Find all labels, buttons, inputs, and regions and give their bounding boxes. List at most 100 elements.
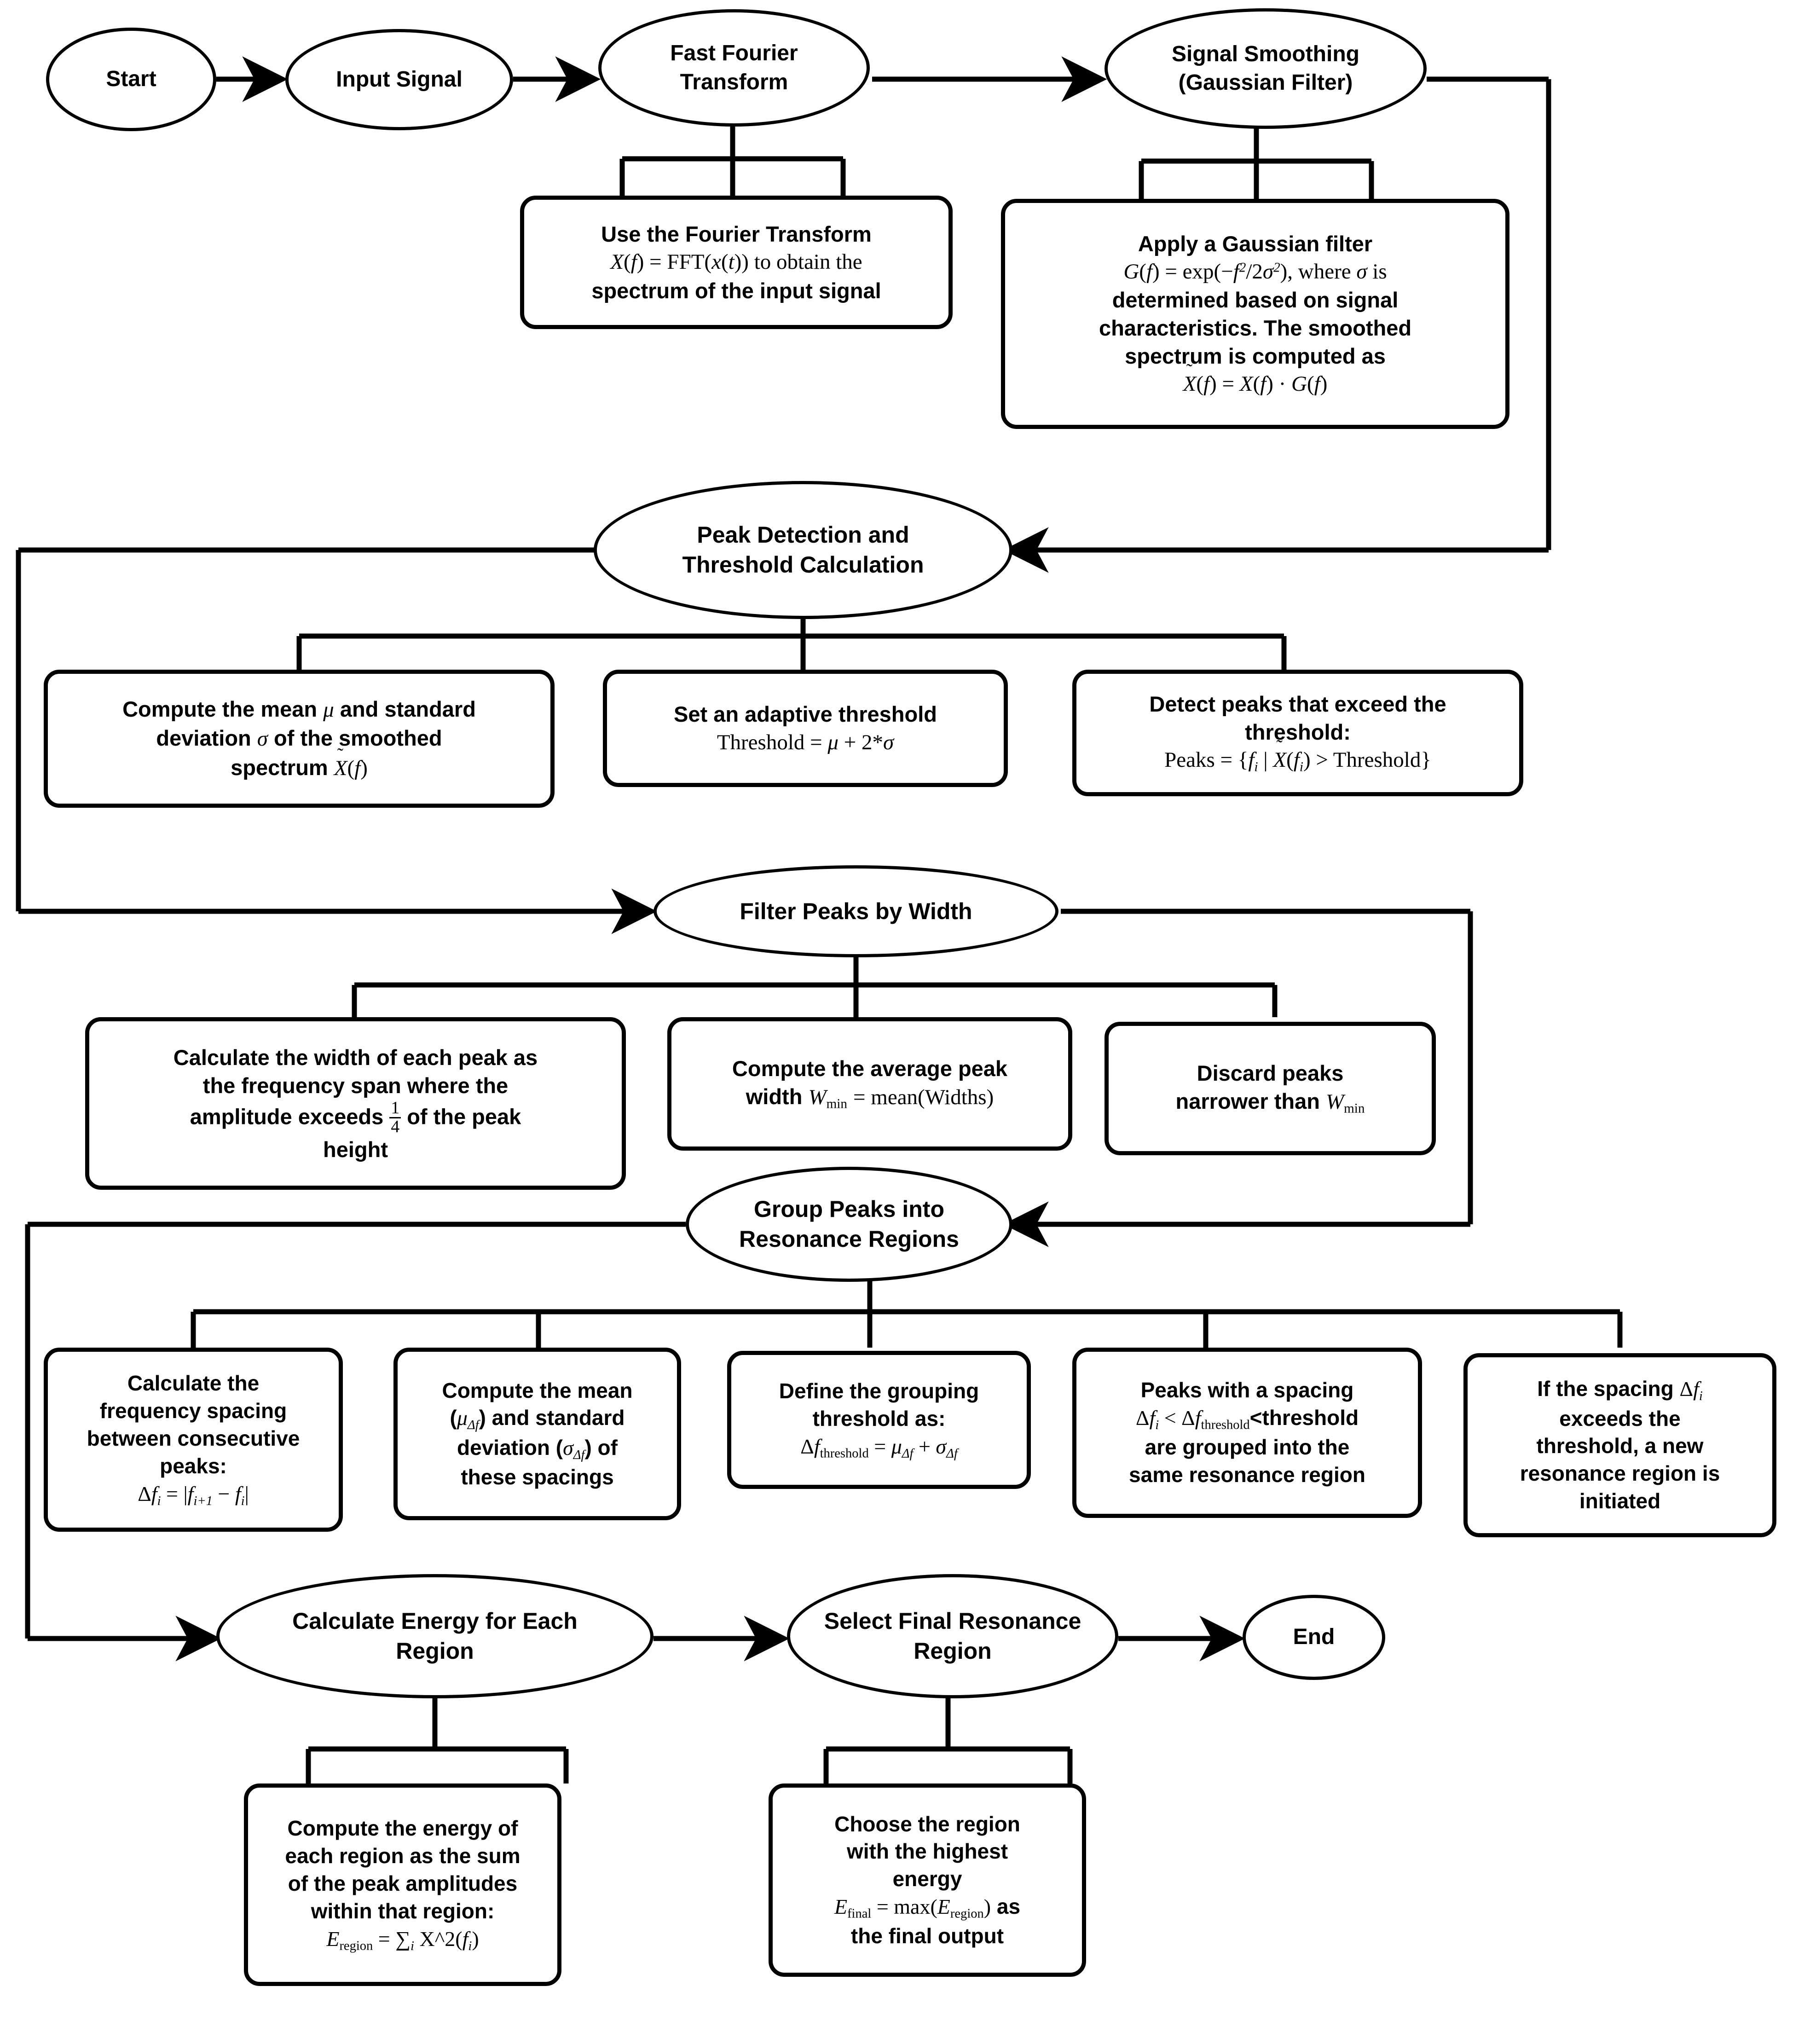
detail-adaptive-line1: Set an adaptive threshold [674, 702, 937, 727]
node-fast-fourier-transform[interactable]: Fast Fourier Transform [598, 9, 870, 127]
node-calculate-energy-line2: Region [396, 1638, 474, 1664]
detail-gaussian-line5: spectrum is computed as [1125, 344, 1386, 369]
detail-spacing-line3: deviation (σΔf) of [457, 1435, 618, 1462]
detail-group-rule-line1: Peaks with a spacing [1140, 1378, 1354, 1402]
detail-box-group-rule: Peaks with a spacing Δfi < Δfthreshold<t… [1072, 1348, 1422, 1518]
detail-detect-formula: Peaks = {fi | ˜X(fi) > Threshold} [1164, 736, 1431, 775]
node-calculate-energy-line1: Calculate Energy for Each [292, 1608, 578, 1634]
detail-mean-std-line2: deviation σ of the smoothed [156, 726, 442, 751]
node-signal-smoothing[interactable]: Signal Smoothing (Gaussian Filter) [1105, 8, 1427, 129]
detail-discard-formula: narrower than Wmin [1175, 1089, 1365, 1116]
detail-grouping-line2: threshold as: [812, 1406, 946, 1430]
node-end-label: End [1293, 1625, 1335, 1650]
detail-final-formula: Efinal = max(Eregion) as [834, 1894, 1021, 1921]
detail-peak-width-line2: the frequency span where the [202, 1073, 509, 1098]
detail-detect-line1: Detect peaks that exceed the [1149, 691, 1446, 716]
node-start-label: Start [106, 67, 156, 92]
detail-box-discard-peaks: Discard peaks narrower than Wmin [1105, 1022, 1436, 1155]
detail-box-gaussian: Apply a Gaussian filter G(f) = exp(−f2/2… [1001, 199, 1509, 429]
detail-discard-line1: Discard peaks [1197, 1061, 1344, 1086]
node-end[interactable]: End [1243, 1595, 1385, 1680]
detail-final-line1: Choose the region [834, 1812, 1020, 1836]
detail-box-grouping-threshold: Define the grouping threshold as: Δfthre… [727, 1351, 1031, 1489]
detail-freq-spacing-line1: Calculate the [127, 1371, 260, 1395]
node-calculate-energy[interactable]: Calculate Energy for Each Region [216, 1574, 653, 1698]
detail-group-rule-line4: same resonance region [1129, 1462, 1365, 1487]
detail-box-avg-width: Compute the average peak width Wmin = me… [667, 1017, 1072, 1151]
detail-avg-width-line1: Compute the average peak [732, 1056, 1008, 1081]
detail-peak-width-line3-post: of the peak [407, 1104, 521, 1129]
node-start[interactable]: Start [46, 28, 216, 131]
detail-peak-width-line4: height [323, 1137, 388, 1162]
detail-spacing-line4: these spacings [461, 1465, 614, 1489]
detail-energy-line3: of the peak amplitudes [288, 1871, 518, 1895]
detail-mean-std-line1: Compute the mean μ and standard [122, 697, 476, 722]
detail-box-new-region: If the spacing Δfi exceeds the threshold… [1463, 1353, 1776, 1537]
detail-peak-width-line3: amplitude exceeds 1 4 of the peak [96, 1100, 615, 1135]
node-group-peaks-line1: Group Peaks into [754, 1196, 944, 1222]
detail-adaptive-formula: Threshold = μ + 2*σ [717, 730, 894, 754]
detail-box-adaptive-threshold: Set an adaptive threshold Threshold = μ … [603, 670, 1008, 787]
detail-freq-spacing-formula: Δfi = |fi+1 − fi| [138, 1482, 249, 1508]
node-filter-peaks-label: Filter Peaks by Width [740, 898, 972, 924]
detail-detect-line2: threshold: [1245, 719, 1351, 744]
detail-box-final-output: Choose the region with the highest energ… [769, 1783, 1086, 1977]
detail-freq-spacing-line3: between consecutive [87, 1426, 300, 1450]
detail-peak-width-line1: Calculate the width of each peak as [173, 1045, 538, 1070]
detail-final-line3: energy [892, 1867, 962, 1891]
node-input-signal-label: Input Signal [336, 67, 463, 92]
detail-energy-formula: Eregion = ∑i X^2(fi) [326, 1927, 479, 1953]
detail-new-region-line4: resonance region is [1520, 1461, 1720, 1486]
node-group-peaks[interactable]: Group Peaks into Resonance Regions [686, 1167, 1012, 1282]
detail-new-region-line5: initiated [1579, 1488, 1661, 1513]
node-smoothing-label-line2: (Gaussian Filter) [1178, 70, 1353, 95]
detail-peak-width-line3-pre: amplitude exceeds [190, 1104, 384, 1129]
detail-spacing-line2: (μΔf) and standard [450, 1406, 625, 1433]
detail-avg-width-formula: width Wmin = mean(Widths) [746, 1084, 994, 1112]
detail-fft-line1: Use the Fourier Transform [601, 222, 872, 247]
fraction-one-fourth: 1 4 [389, 1100, 401, 1135]
detail-gaussian-line4: characteristics. The smoothed [1099, 316, 1412, 340]
detail-new-region-line2: exceeds the [1559, 1406, 1681, 1430]
detail-box-fft: Use the Fourier Transform X(f) = FFT(x(t… [520, 196, 953, 329]
detail-fft-line3: spectrum of the input signal [591, 278, 881, 303]
detail-energy-line4: within that region: [311, 1899, 495, 1923]
node-select-final-line1: Select Final Resonance [824, 1608, 1081, 1634]
detail-box-freq-spacing: Calculate the frequency spacing between … [44, 1348, 343, 1532]
fraction-numerator: 1 [389, 1100, 401, 1118]
detail-box-detect-peaks: Detect peaks that exceed the threshold: … [1072, 670, 1523, 796]
detail-energy-line2: each region as the sum [285, 1844, 520, 1868]
detail-freq-spacing-line4: peaks: [160, 1453, 227, 1478]
detail-group-rule-line3: are grouped into the [1145, 1435, 1350, 1459]
detail-fft-formula: X(f) = FFT(x(t)) to obtain the [610, 250, 862, 274]
detail-mean-std-line3: spectrum ˜X(f) [231, 744, 368, 780]
detail-gaussian-line1: Apply a Gaussian filter [1138, 231, 1373, 256]
detail-spacing-line1: Compute the mean [442, 1378, 633, 1402]
detail-gaussian-line3: determined based on signal [1112, 287, 1399, 312]
detail-grouping-formula: Δfthreshold = μΔf + σΔf [800, 1434, 958, 1461]
node-fft-label-line1: Fast Fourier [670, 41, 798, 66]
detail-new-region-line1: If the spacing Δfi [1537, 1377, 1703, 1404]
node-input-signal[interactable]: Input Signal [285, 29, 513, 130]
detail-freq-spacing-line2: frequency spacing [99, 1399, 287, 1423]
node-group-peaks-line2: Resonance Regions [739, 1226, 959, 1252]
detail-energy-line1: Compute the energy of [287, 1816, 518, 1841]
detail-group-rule-formula: Δfi < Δfthreshold<threshold [1135, 1406, 1359, 1433]
node-fft-label-line2: Transform [680, 69, 788, 94]
node-filter-peaks-by-width[interactable]: Filter Peaks by Width [653, 865, 1058, 957]
node-peak-detection-line2: Threshold Calculation [682, 552, 924, 578]
detail-box-energy: Compute the energy of each region as the… [244, 1783, 561, 1986]
detail-gaussian-formula1: G(f) = exp(−f2/2σ2), where σ is [1123, 259, 1387, 284]
node-select-final-line2: Region [914, 1638, 992, 1664]
detail-new-region-line3: threshold, a new [1536, 1434, 1704, 1458]
detail-box-peak-width: Calculate the width of each peak as the … [85, 1017, 626, 1190]
detail-gaussian-formula2: ˜X(f) = X(f) · G(f) [1183, 360, 1328, 396]
node-select-final-region[interactable]: Select Final Resonance Region [787, 1574, 1118, 1698]
node-peak-detection[interactable]: Peak Detection and Threshold Calculation [594, 481, 1012, 619]
detail-grouping-line1: Define the grouping [779, 1379, 979, 1403]
node-smoothing-label-line1: Signal Smoothing [1172, 41, 1359, 66]
fraction-denominator: 4 [391, 1117, 400, 1136]
detail-final-line5: the final output [850, 1923, 1004, 1948]
detail-box-mean-std: Compute the mean μ and standard deviatio… [44, 670, 555, 808]
